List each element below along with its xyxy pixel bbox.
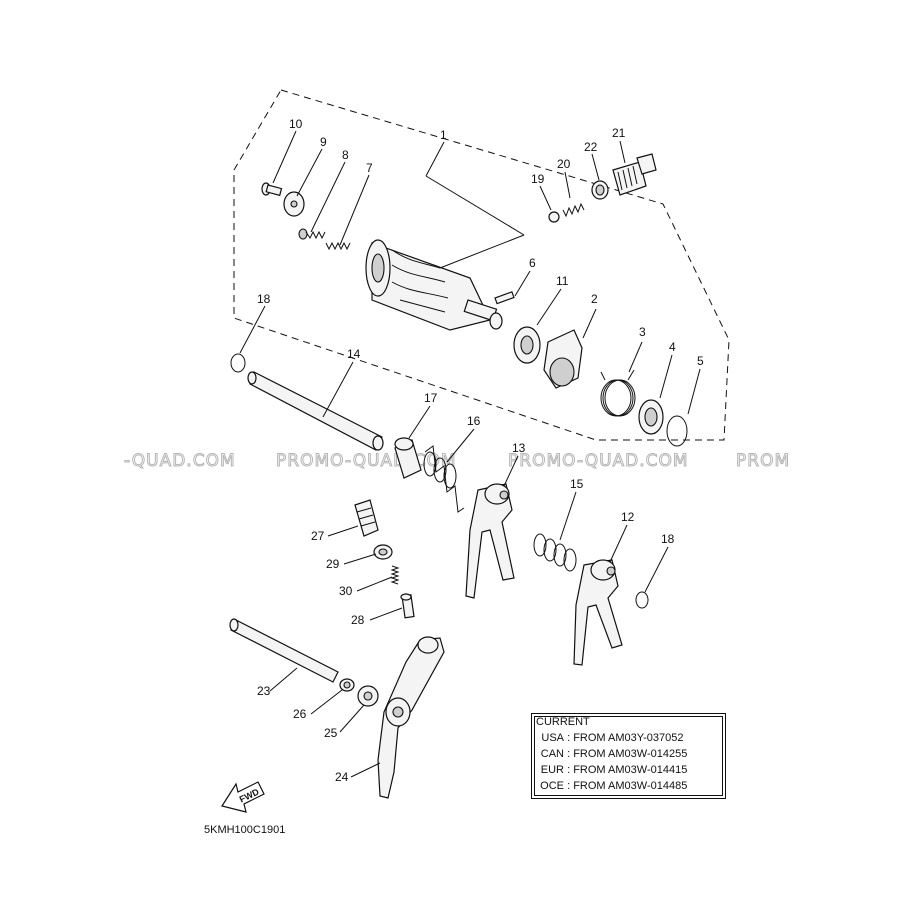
part-spring-small[interactable] bbox=[298, 228, 326, 240]
label-27: 27 bbox=[311, 529, 325, 543]
label-29: 29 bbox=[326, 557, 340, 571]
separator: : bbox=[567, 780, 571, 792]
part-plate[interactable] bbox=[283, 191, 305, 217]
part-pin[interactable] bbox=[494, 291, 515, 305]
serial-text: FROM AM03W-014255 bbox=[573, 748, 688, 760]
label-10: 10 bbox=[289, 117, 303, 131]
region-label: USA bbox=[541, 732, 564, 744]
part-spring-30[interactable] bbox=[390, 565, 400, 585]
label-12: 12 bbox=[621, 510, 635, 524]
region-label: EUR bbox=[540, 764, 564, 776]
label-8: 8 bbox=[342, 148, 349, 162]
label-6: 6 bbox=[529, 256, 536, 270]
part-shift-fork-12[interactable] bbox=[573, 559, 623, 666]
watermark-text: -QUAD.COM bbox=[124, 451, 236, 471]
assembly-boundary bbox=[233, 89, 730, 441]
label-22: 22 bbox=[584, 140, 598, 154]
part-shaft-23[interactable] bbox=[229, 618, 339, 683]
label-25: 25 bbox=[324, 726, 338, 740]
part-circlip-18-left[interactable] bbox=[230, 353, 246, 373]
part-plug[interactable] bbox=[612, 153, 657, 196]
label-18-left: 18 bbox=[257, 292, 271, 306]
part-collar[interactable] bbox=[394, 437, 422, 479]
part-ball[interactable] bbox=[548, 211, 560, 223]
region-label: CAN bbox=[540, 748, 564, 760]
current-serial-box-inner bbox=[534, 716, 723, 796]
separator: : bbox=[567, 732, 571, 744]
label-17: 17 bbox=[424, 391, 438, 405]
part-washer-29[interactable] bbox=[373, 544, 393, 560]
current-row-usa: USA : FROM AM03Y-037052 bbox=[536, 732, 683, 744]
leader-lines bbox=[239, 130, 701, 778]
part-spring[interactable] bbox=[325, 241, 351, 251]
diagram-code: 5KMH100C1901 bbox=[204, 824, 286, 836]
separator: : bbox=[567, 748, 571, 760]
label-28: 28 bbox=[351, 613, 365, 627]
part-number-labels: 1 2 3 4 5 6 7 8 9 10 11 12 13 14 15 16 1… bbox=[257, 117, 704, 784]
part-pin-28[interactable] bbox=[400, 593, 415, 619]
label-15: 15 bbox=[570, 477, 584, 491]
part-bolt[interactable] bbox=[354, 499, 379, 537]
label-2: 2 bbox=[591, 292, 598, 306]
label-30: 30 bbox=[339, 584, 353, 598]
label-14: 14 bbox=[347, 347, 361, 361]
current-title: CURRENT bbox=[536, 716, 590, 728]
fwd-arrow-icon: FWD bbox=[221, 781, 265, 813]
region-label: OCE bbox=[540, 780, 564, 792]
label-7: 7 bbox=[366, 161, 373, 175]
part-washer-25[interactable] bbox=[357, 685, 379, 707]
label-3: 3 bbox=[639, 325, 646, 339]
part-screw[interactable] bbox=[261, 182, 283, 197]
label-23: 23 bbox=[257, 684, 271, 698]
part-shift-lever[interactable] bbox=[377, 636, 445, 799]
label-24: 24 bbox=[335, 770, 349, 784]
label-9: 9 bbox=[320, 135, 327, 149]
part-spring-15[interactable] bbox=[533, 533, 577, 572]
current-row-oce: OCE : FROM AM03W-014485 bbox=[536, 780, 687, 792]
watermark-band: -QUAD.COM PROMO-QUAD.COM PROMO-QUAD.COM … bbox=[124, 451, 790, 472]
label-4: 4 bbox=[669, 340, 676, 354]
label-19: 19 bbox=[531, 172, 545, 186]
part-spring-stopper[interactable] bbox=[562, 202, 585, 218]
label-18-right: 18 bbox=[661, 532, 675, 546]
serial-text: FROM AM03W-014485 bbox=[573, 780, 688, 792]
watermark-text: PROMO-QUAD.COM bbox=[508, 451, 689, 471]
part-shift-fork-13[interactable] bbox=[465, 483, 515, 599]
part-washer-22[interactable] bbox=[591, 180, 609, 200]
label-20: 20 bbox=[557, 157, 571, 171]
label-21: 21 bbox=[612, 126, 626, 140]
label-5: 5 bbox=[697, 354, 704, 368]
current-serial-box: CURRENT USA : FROM AM03Y-037052 CAN : FR… bbox=[531, 713, 726, 799]
label-16: 16 bbox=[467, 414, 481, 428]
separator: : bbox=[567, 764, 571, 776]
label-11: 11 bbox=[556, 274, 569, 288]
part-shift-drum[interactable] bbox=[365, 239, 503, 331]
part-washer-4[interactable] bbox=[638, 399, 664, 435]
part-circlip-18-right[interactable] bbox=[635, 591, 649, 609]
part-circlip-5[interactable] bbox=[666, 415, 688, 447]
label-13: 13 bbox=[512, 441, 526, 455]
current-row-can: CAN : FROM AM03W-014255 bbox=[536, 748, 688, 760]
part-washer-11[interactable] bbox=[513, 326, 541, 364]
label-26: 26 bbox=[293, 707, 307, 721]
current-row-eur: EUR : FROM AM03W-014415 bbox=[536, 764, 688, 776]
part-torsion-spring[interactable] bbox=[600, 369, 636, 417]
watermark-text: PROMO-QUAD.COM bbox=[276, 451, 457, 471]
part-segment[interactable] bbox=[543, 329, 583, 389]
label-1: 1 bbox=[440, 128, 447, 142]
watermark-text: PROM bbox=[736, 451, 790, 471]
part-shift-fork-shaft[interactable] bbox=[247, 371, 384, 451]
part-nut[interactable] bbox=[339, 678, 355, 692]
serial-text: FROM AM03Y-037052 bbox=[573, 732, 684, 744]
part-spring-16[interactable] bbox=[423, 445, 465, 513]
serial-text: FROM AM03W-014415 bbox=[573, 764, 688, 776]
